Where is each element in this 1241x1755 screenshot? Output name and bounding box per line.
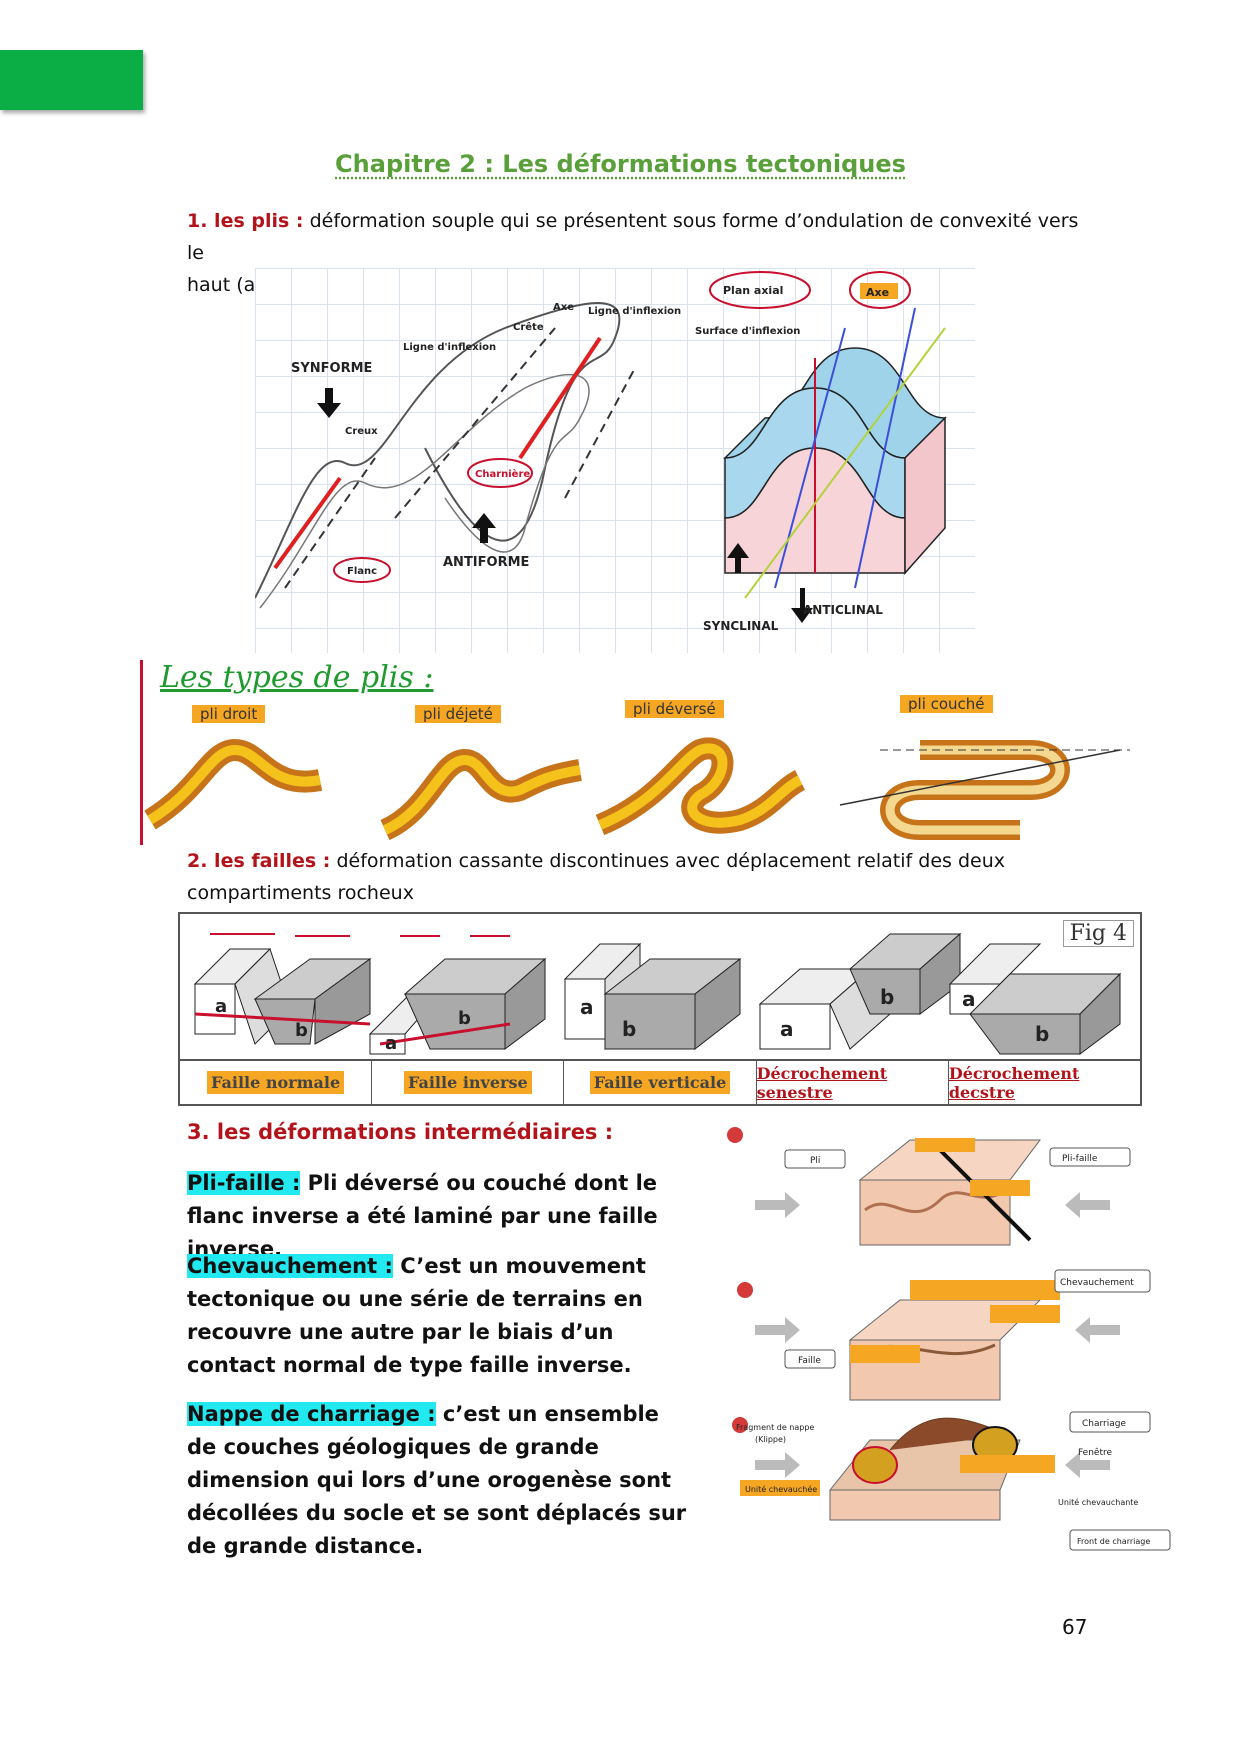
fault-caption-1: Faille normale [180, 1061, 373, 1104]
intermediate-figure: Pli Pli-faille Chevauchement Faille Frag… [710, 1120, 1190, 1565]
section-failles-text-1: déformation cassante discontinues avec d… [330, 850, 1005, 872]
label-surface-inflexion: Surface d'inflexion [695, 326, 800, 337]
label-plan-axial: Plan axial [723, 284, 783, 297]
label-creux: Creux [345, 426, 378, 437]
fault4-label-b: b [880, 985, 894, 1009]
faults-fig-label: Fig 4 [1062, 920, 1134, 947]
faults-caption-row: Faille normale Faille inverse Faille ver… [180, 1059, 1140, 1104]
section-failles: 2. les failles : déformation cassante di… [187, 845, 1087, 909]
fault-caption-5: Décrochement decstre [948, 1063, 1080, 1102]
fault5-label-b: b [1035, 1022, 1049, 1046]
fault-caption-3: Faille verticale [564, 1061, 757, 1104]
label-pli-faille: Pli-faille [1062, 1154, 1098, 1164]
fold-types-svg [144, 737, 1130, 840]
label-ligne-inflexion-1: Ligne d'inflexion [403, 342, 496, 353]
label-charniere: Charnière [475, 468, 530, 480]
fold-diagram-svg: SYNFORME Creux Ligne d'inflexion Crête A… [254, 271, 947, 633]
fold-types-panel: Les types de plis : pli droit pli déjeté… [140, 660, 1140, 845]
label-unite-chevauchee: Unité chevauchée [745, 1484, 817, 1494]
fault-normal [193, 948, 372, 1045]
page-number: 67 [1062, 1615, 1088, 1639]
fault-verticale [563, 942, 742, 1051]
def-chevauchement-text: C’est un mouvement tectonique ou une sér… [187, 1254, 646, 1377]
fold-types-heading: Les types de plis : [160, 660, 434, 695]
def-chevauchement-term: Chevauchement : [187, 1254, 393, 1278]
fault2-label-b: b [458, 1008, 471, 1029]
label-antiforme: ANTIFORME [443, 555, 529, 570]
diagram-chevauchement [737, 1280, 1120, 1401]
label-faille: Faille [798, 1356, 821, 1366]
label-charriage: Charriage [1082, 1419, 1126, 1429]
fault2-label-a: a [385, 1033, 397, 1054]
label-axe-1: Axe [553, 302, 574, 313]
fault1-label-b: b [295, 1020, 308, 1041]
label-pli: Pli [810, 1156, 820, 1166]
label-chevauchement: Chevauchement [1060, 1278, 1134, 1288]
label-flanc: Flanc [347, 566, 377, 577]
fold-diagram: SYNFORME Creux Ligne d'inflexion Crête A… [254, 268, 975, 653]
faults-svg: a b a b a b a b a b [193, 932, 1122, 1055]
label-fragment: Fragment de nappe [736, 1423, 814, 1432]
fold-type-couche: pli couché [900, 695, 993, 713]
section-intermediaires-heading: 3. les déformations intermédiaires : [187, 1120, 614, 1144]
label-front: Front de charriage [1077, 1537, 1150, 1546]
def-nappe-term: Nappe de charriage : [187, 1402, 436, 1426]
def-nappe: Nappe de charriage : c’est un ensemble d… [187, 1398, 687, 1563]
label-klippe: (Klippe) [755, 1435, 786, 1444]
margin-line [140, 660, 143, 845]
label-fenetre: Fenêtre [1078, 1447, 1112, 1458]
faults-figure: Fig 4 [178, 912, 1142, 1106]
fold-type-dejete: pli déjeté [415, 705, 501, 723]
section-failles-heading: 2. les failles : [187, 850, 331, 872]
diagram-nappe [732, 1417, 1110, 1521]
label-anticlinal: ANTICLINAL [803, 603, 883, 617]
fault-caption-4: Décrochement senestre [757, 1061, 949, 1104]
label-ligne-inflexion-2: Ligne d'inflexion [588, 306, 681, 317]
def-pli-faille: Pli-faille : Pli déversé ou couché dont … [187, 1167, 687, 1266]
fold-block-3d [709, 271, 947, 623]
label-axe-2: Axe [866, 286, 889, 299]
fold-type-deverse: pli déversé [625, 700, 724, 718]
fault3-label-b: b [622, 1017, 636, 1041]
def-pli-faille-term: Pli-faille : [187, 1171, 301, 1195]
section-plis-text-1: déformation souple qui se présentent sou… [187, 210, 1079, 264]
fault-caption-2: Faille inverse [372, 1061, 565, 1104]
section-plis-heading: 1. les plis : [187, 210, 304, 232]
diagram-pli-faille [727, 1127, 1110, 1246]
label-synforme: SYNFORME [291, 361, 372, 376]
fault1-label-a: a [215, 996, 227, 1017]
header-tab [0, 50, 143, 110]
def-nappe-text: c’est un ensemble de couches géologiques… [187, 1402, 687, 1558]
fold-type-droit: pli droit [192, 705, 266, 723]
label-crete: Crête [513, 321, 544, 333]
fault-dextre [948, 943, 1122, 1055]
def-chevauchement: Chevauchement : C’est un mouvement tecto… [187, 1250, 687, 1382]
fault3-label-a: a [580, 995, 594, 1019]
section-failles-text-2: compartiments rocheux [187, 882, 414, 904]
page-title: Chapitre 2 : Les déformations tectonique… [335, 150, 906, 178]
intermediate-svg: Pli Pli-faille Chevauchement Faille Frag… [727, 1127, 1171, 1551]
fault4-label-a: a [780, 1017, 794, 1041]
label-unite-chevauchante: Unité chevauchante [1058, 1497, 1138, 1507]
fault5-label-a: a [962, 987, 976, 1011]
label-synclinal: SYNCLINAL [703, 619, 779, 633]
def-pli-faille-text: Pli déversé ou couché dont le flanc inve… [187, 1171, 658, 1261]
